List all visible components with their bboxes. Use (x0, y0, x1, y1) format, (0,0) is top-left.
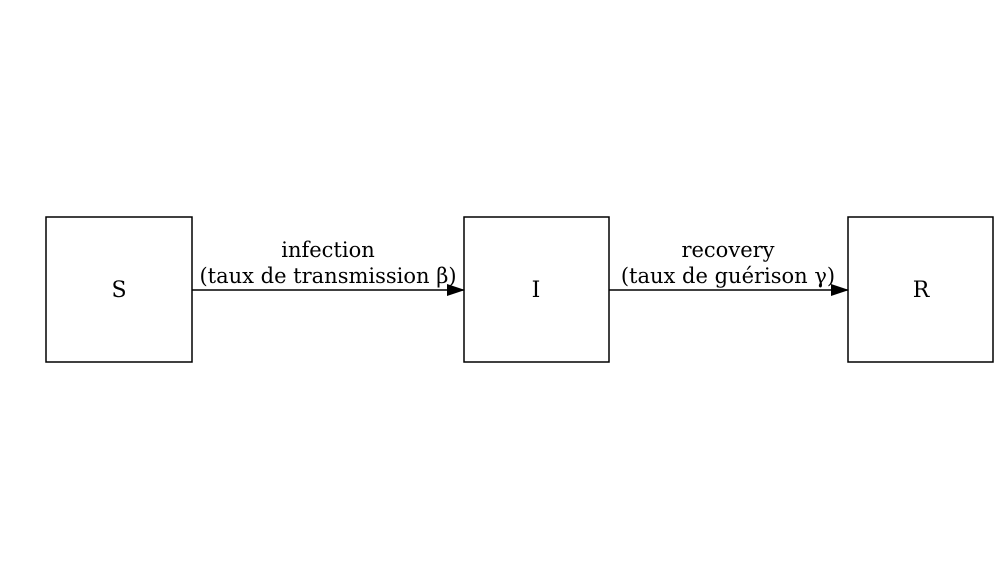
node-s: S (45, 216, 193, 363)
node-i-label: I (532, 278, 541, 303)
edge-s-to-i: infection (taux de transmission β) (192, 238, 465, 296)
node-r-box (847, 216, 994, 363)
edge-i-to-r-label-line1: recovery (681, 238, 774, 262)
node-s-box (45, 216, 193, 363)
node-r-label: R (913, 278, 931, 303)
edge-s-to-i-label-line2: (taux de transmission β) (199, 264, 456, 288)
node-s-label: S (111, 278, 126, 303)
edge-i-to-r: recovery (taux de guérison γ) (609, 238, 849, 296)
edge-i-to-r-label-line2: (taux de guérison γ) (621, 264, 835, 288)
node-r: R (847, 216, 994, 363)
node-i: I (463, 216, 610, 363)
edge-s-to-i-label-line1: infection (281, 238, 375, 262)
node-i-box (463, 216, 610, 363)
